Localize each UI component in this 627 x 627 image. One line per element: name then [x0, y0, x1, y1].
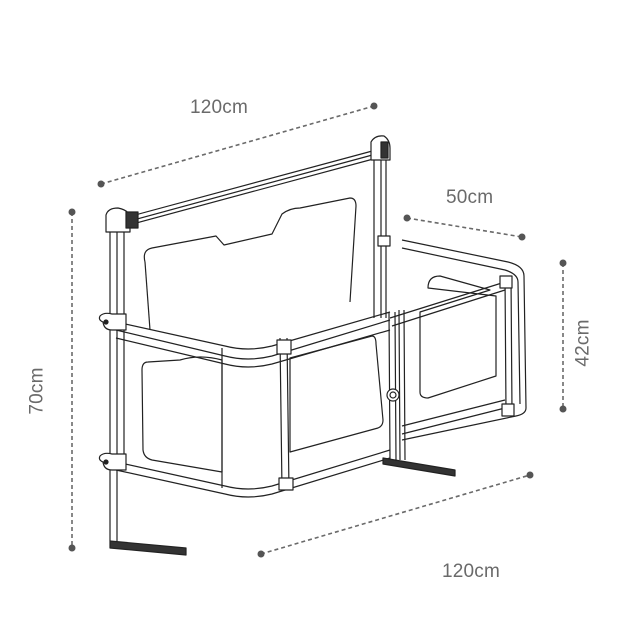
top-rail	[123, 149, 378, 227]
right-anchor-plate	[382, 457, 456, 477]
right-post	[373, 146, 387, 318]
bottom-length-label: 120cm	[442, 561, 501, 582]
top-length-label: 120cm	[190, 97, 249, 118]
left-post	[109, 228, 125, 541]
center-post	[279, 337, 290, 491]
crib-structure	[98, 135, 527, 556]
dimension-lines	[71, 105, 564, 555]
back-panel	[143, 197, 357, 303]
left-window	[141, 356, 223, 473]
upper-clamp	[98, 312, 127, 331]
front-upper-rail	[115, 311, 391, 360]
front-lower-rail	[115, 449, 391, 498]
side-height-label: 42cm	[572, 319, 594, 367]
middle-window	[289, 335, 384, 453]
side-window	[419, 275, 497, 399]
side-enclosure	[401, 239, 527, 441]
bottom-length-dimension-line	[260, 474, 531, 555]
dimension-endpoints	[68, 102, 567, 558]
left-anchor-plate	[109, 540, 187, 556]
side-width-dimension-line	[406, 217, 523, 238]
lower-clamp	[98, 452, 127, 471]
gate-posts	[388, 309, 406, 461]
top-length-dimension-line	[100, 105, 375, 185]
side-width-label: 50cm	[446, 187, 494, 208]
total-height-label: 70cm	[26, 367, 48, 415]
